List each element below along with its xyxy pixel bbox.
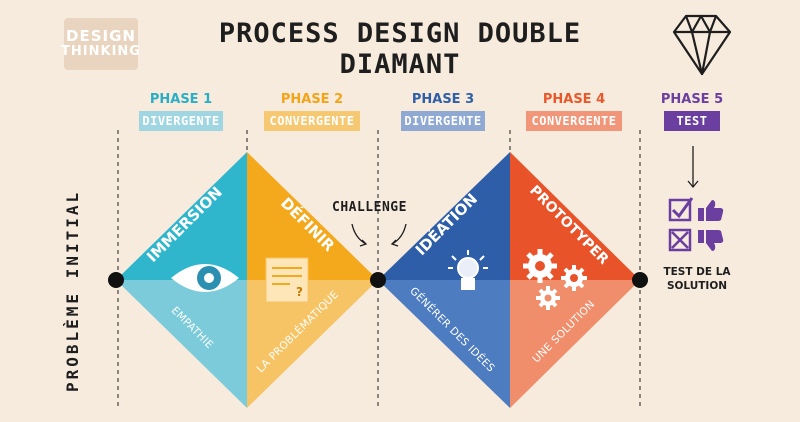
document-icon: ? bbox=[265, 257, 309, 303]
diamond-1-title: IMMERSION bbox=[143, 183, 226, 266]
challenge-node bbox=[370, 272, 386, 288]
phase-3-kind: DIVERGENTE bbox=[401, 111, 485, 131]
diamond-develop-deliver bbox=[378, 152, 640, 408]
phase-3-header: PHASE 3 DIVERGENTE bbox=[393, 92, 493, 131]
challenge-label: CHALLENGE bbox=[332, 200, 407, 215]
diamond-3-subtitle: GÉNÉRER DES IDÉES bbox=[407, 284, 497, 374]
phase-4-kind: CONVERGENTE bbox=[526, 111, 622, 131]
phase-2-kind: CONVERGENTE bbox=[264, 111, 360, 131]
diamond-3-title: IDÉATION bbox=[411, 189, 481, 259]
diamond-4-subtitle: UNE SOLUTION bbox=[530, 298, 597, 365]
logo-line-1: DESIGN bbox=[66, 27, 136, 46]
solution-test-label: TEST DE LA SOLUTION bbox=[652, 266, 742, 293]
logo-line-2: THINKING bbox=[61, 44, 141, 60]
thumbs-down-icon bbox=[698, 230, 724, 251]
solution-node bbox=[632, 272, 648, 288]
eye-icon bbox=[171, 264, 239, 292]
phase-5-header: PHASE 5 TEST bbox=[642, 92, 742, 131]
thumbs-up-icon bbox=[698, 200, 724, 221]
check-box-icon bbox=[668, 197, 694, 222]
page-title: PROCESS DESIGN DOUBLE DIAMANT bbox=[218, 18, 582, 80]
start-node bbox=[108, 272, 124, 288]
side-label: PROBLÈME INITIAL bbox=[63, 189, 82, 392]
solution-test-line-1: TEST DE LA bbox=[663, 266, 731, 278]
cross-box-icon bbox=[668, 228, 692, 252]
phase-2-number: PHASE 2 bbox=[280, 92, 344, 107]
solution-test-line-2: SOLUTION bbox=[666, 279, 728, 292]
diamond-2-title: DÉFINIR bbox=[277, 193, 339, 255]
diamond-icon bbox=[672, 14, 732, 76]
phase-dividers bbox=[117, 130, 641, 410]
gears-icon bbox=[523, 249, 587, 310]
phase-4-number: PHASE 4 bbox=[542, 92, 606, 107]
phase-1-kind: DIVERGENTE bbox=[139, 111, 223, 131]
lightbulb-icon bbox=[448, 250, 488, 290]
phase-5-kind: TEST bbox=[664, 111, 720, 131]
design-thinking-logo: DESIGN THINKING bbox=[61, 18, 141, 70]
phase-1-header: PHASE 1 DIVERGENTE bbox=[131, 92, 231, 131]
diamond-2-subtitle: LA PROBLÉMATIQUE bbox=[254, 288, 341, 375]
diamond-4-title: PROTOTYPER bbox=[526, 183, 611, 268]
phase-4-header: PHASE 4 CONVERGENTE bbox=[524, 92, 624, 131]
challenge-arrows bbox=[351, 223, 407, 247]
phase-3-number: PHASE 3 bbox=[411, 92, 475, 107]
svg-text:?: ? bbox=[296, 285, 303, 299]
phase-2-header: PHASE 2 CONVERGENTE bbox=[262, 92, 362, 131]
phase-1-number: PHASE 1 bbox=[149, 92, 213, 107]
phase-5-number: PHASE 5 bbox=[660, 92, 724, 107]
diamond-1-subtitle: EMPATHIE bbox=[169, 304, 216, 351]
diamond-discover-define bbox=[116, 152, 378, 408]
test-arrow bbox=[687, 146, 699, 189]
